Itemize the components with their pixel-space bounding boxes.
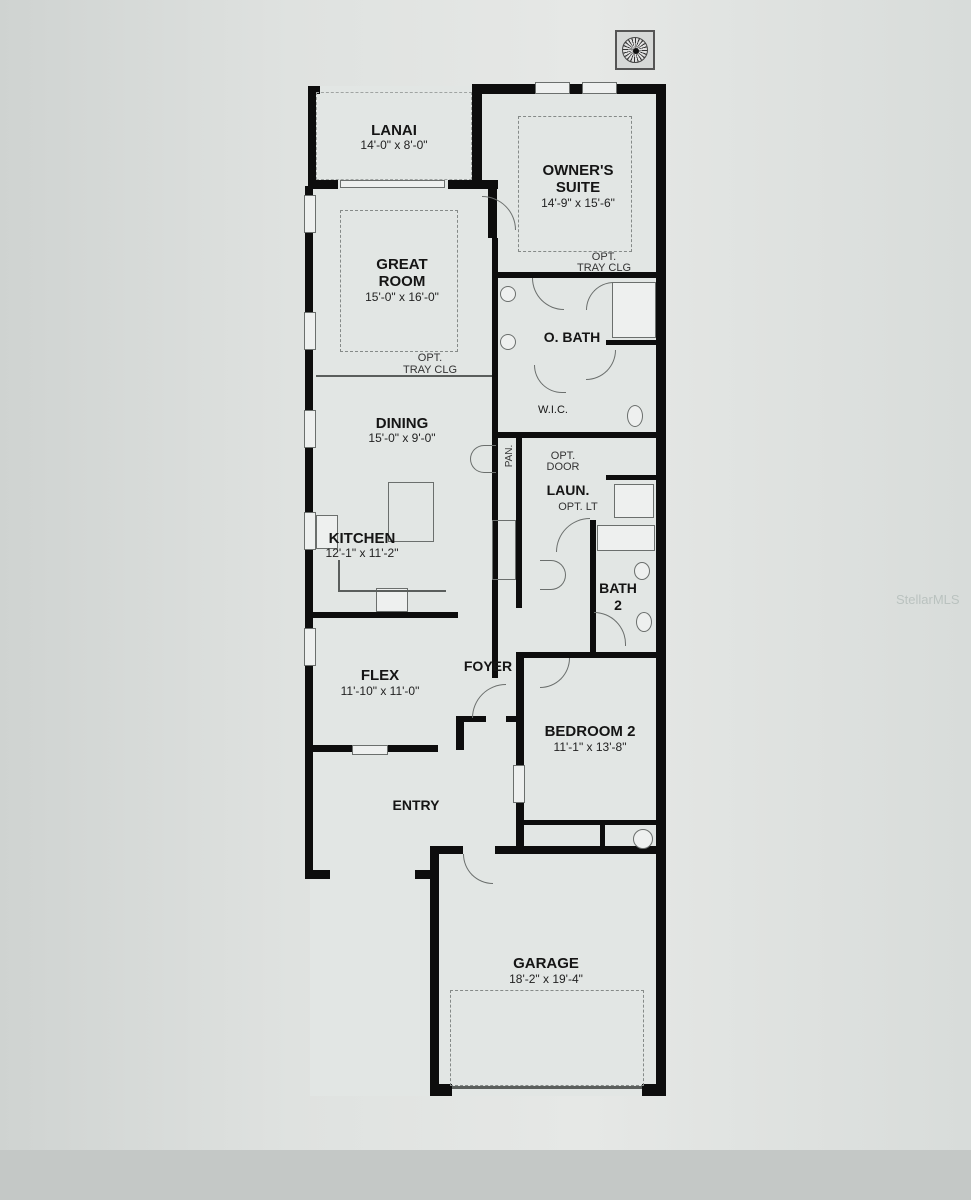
room-label-great-room-line2: ROOM bbox=[378, 273, 426, 290]
room-label-pantry: PAN. bbox=[504, 444, 515, 468]
note-owners-opt: OPT. bbox=[591, 251, 617, 263]
compass-rose-dial bbox=[622, 37, 648, 63]
wall bbox=[600, 820, 605, 850]
garage-parking-outline bbox=[450, 990, 644, 1086]
room-label-o-bath: O. BATH bbox=[543, 329, 601, 345]
room-label-owners-suite-line1: OWNER'S bbox=[542, 162, 614, 179]
sink bbox=[636, 612, 652, 632]
window bbox=[304, 410, 316, 448]
room-dim-lanai: 14'-0" x 8'-0" bbox=[360, 138, 428, 152]
wall bbox=[308, 86, 320, 94]
wall bbox=[606, 475, 662, 480]
room-label-flex: FLEX bbox=[360, 667, 400, 684]
wall bbox=[430, 846, 439, 1096]
wall bbox=[305, 870, 330, 879]
wall bbox=[308, 612, 458, 618]
garage-door bbox=[452, 1086, 642, 1089]
owners-tray-ceiling-outline bbox=[518, 116, 632, 252]
great-room-tray-ceiling-outline bbox=[340, 210, 458, 352]
sliding-door bbox=[340, 180, 445, 188]
counter-edge bbox=[338, 590, 446, 592]
note-opt-door-1: OPT. bbox=[550, 450, 576, 462]
wall bbox=[308, 86, 316, 186]
room-label-entry: ENTRY bbox=[392, 797, 440, 813]
bathtub bbox=[597, 525, 655, 551]
window bbox=[513, 765, 525, 803]
wall bbox=[520, 820, 660, 825]
wall bbox=[430, 846, 463, 854]
room-dim-dining: 15'-0" x 9'-0" bbox=[368, 431, 436, 445]
wall bbox=[516, 652, 662, 658]
room-label-lanai: LANAI bbox=[371, 122, 417, 139]
wall bbox=[472, 84, 482, 184]
sink bbox=[500, 334, 516, 350]
wall bbox=[308, 180, 338, 189]
room-dim-kitchen: 12'-1" x 11'-2" bbox=[325, 546, 399, 560]
wall bbox=[430, 1084, 452, 1096]
window bbox=[352, 745, 388, 755]
room-label-foyer: FOYER bbox=[463, 658, 513, 674]
wall bbox=[492, 272, 662, 278]
cooktop bbox=[376, 588, 408, 612]
room-label-kitchen: KITCHEN bbox=[328, 530, 396, 547]
window bbox=[304, 312, 316, 350]
room-divider bbox=[316, 375, 492, 377]
wall bbox=[642, 1084, 666, 1096]
wall bbox=[495, 846, 665, 854]
wall bbox=[448, 180, 498, 189]
room-label-great-room-line1: GREAT bbox=[376, 256, 428, 273]
window bbox=[582, 82, 617, 94]
window bbox=[535, 82, 570, 94]
room-label-bath-2-line2: 2 bbox=[614, 597, 622, 613]
wall bbox=[656, 84, 666, 1096]
screen-bottom-edge bbox=[0, 1150, 971, 1200]
toilet bbox=[634, 562, 650, 580]
wall bbox=[456, 720, 464, 750]
cabinet bbox=[492, 520, 516, 580]
wall bbox=[506, 716, 520, 722]
room-label-bath-2-line1: BATH bbox=[599, 580, 637, 596]
wall bbox=[516, 652, 524, 852]
kitchen-island bbox=[388, 482, 434, 542]
wall bbox=[456, 716, 486, 722]
room-dim-owners-suite: 14'-9" x 15'-6" bbox=[541, 196, 615, 210]
room-label-dining: DINING bbox=[375, 415, 429, 432]
note-opt-door-2: DOOR bbox=[546, 461, 580, 473]
room-dim-bedroom-2: 11'-1" x 13'-8" bbox=[553, 740, 627, 754]
wall bbox=[590, 520, 596, 656]
room-dim-great-room: 15'-0" x 16'-0" bbox=[365, 290, 439, 304]
window bbox=[304, 628, 316, 666]
wall bbox=[492, 432, 662, 438]
room-dim-garage: 18'-2" x 19'-4" bbox=[509, 972, 583, 986]
watermark: StellarMLS bbox=[896, 592, 960, 607]
shower bbox=[614, 484, 654, 518]
note-great-opt: OPT. bbox=[417, 352, 443, 364]
room-label-laundry: LAUN. bbox=[546, 482, 590, 498]
water-heater bbox=[633, 829, 653, 849]
room-label-garage: GARAGE bbox=[513, 955, 579, 972]
room-label-bedroom-2: BEDROOM 2 bbox=[544, 723, 636, 740]
toilet bbox=[627, 405, 643, 427]
sink bbox=[500, 286, 516, 302]
compass-center bbox=[633, 48, 639, 54]
wall bbox=[606, 340, 662, 345]
note-owners-tray: TRAY CLG bbox=[577, 262, 631, 274]
window bbox=[304, 512, 316, 550]
note-opt-lt: OPT. LT bbox=[558, 501, 598, 513]
shower bbox=[612, 282, 656, 338]
door-swing bbox=[470, 445, 496, 473]
wall bbox=[415, 870, 435, 879]
window bbox=[304, 195, 316, 233]
counter-edge bbox=[338, 560, 340, 590]
kitchen-sink bbox=[316, 515, 338, 549]
note-great-tray: TRAY CLG bbox=[403, 364, 457, 376]
compass-rose-icon bbox=[615, 30, 655, 70]
lanai-outline bbox=[316, 92, 472, 180]
room-label-owners-suite-line2: SUITE bbox=[555, 179, 601, 196]
wall bbox=[516, 438, 522, 608]
door-swing bbox=[540, 560, 566, 590]
room-dim-flex: 11'-10" x 11'-0" bbox=[340, 684, 420, 698]
room-label-wic: W.I.C. bbox=[538, 404, 568, 416]
